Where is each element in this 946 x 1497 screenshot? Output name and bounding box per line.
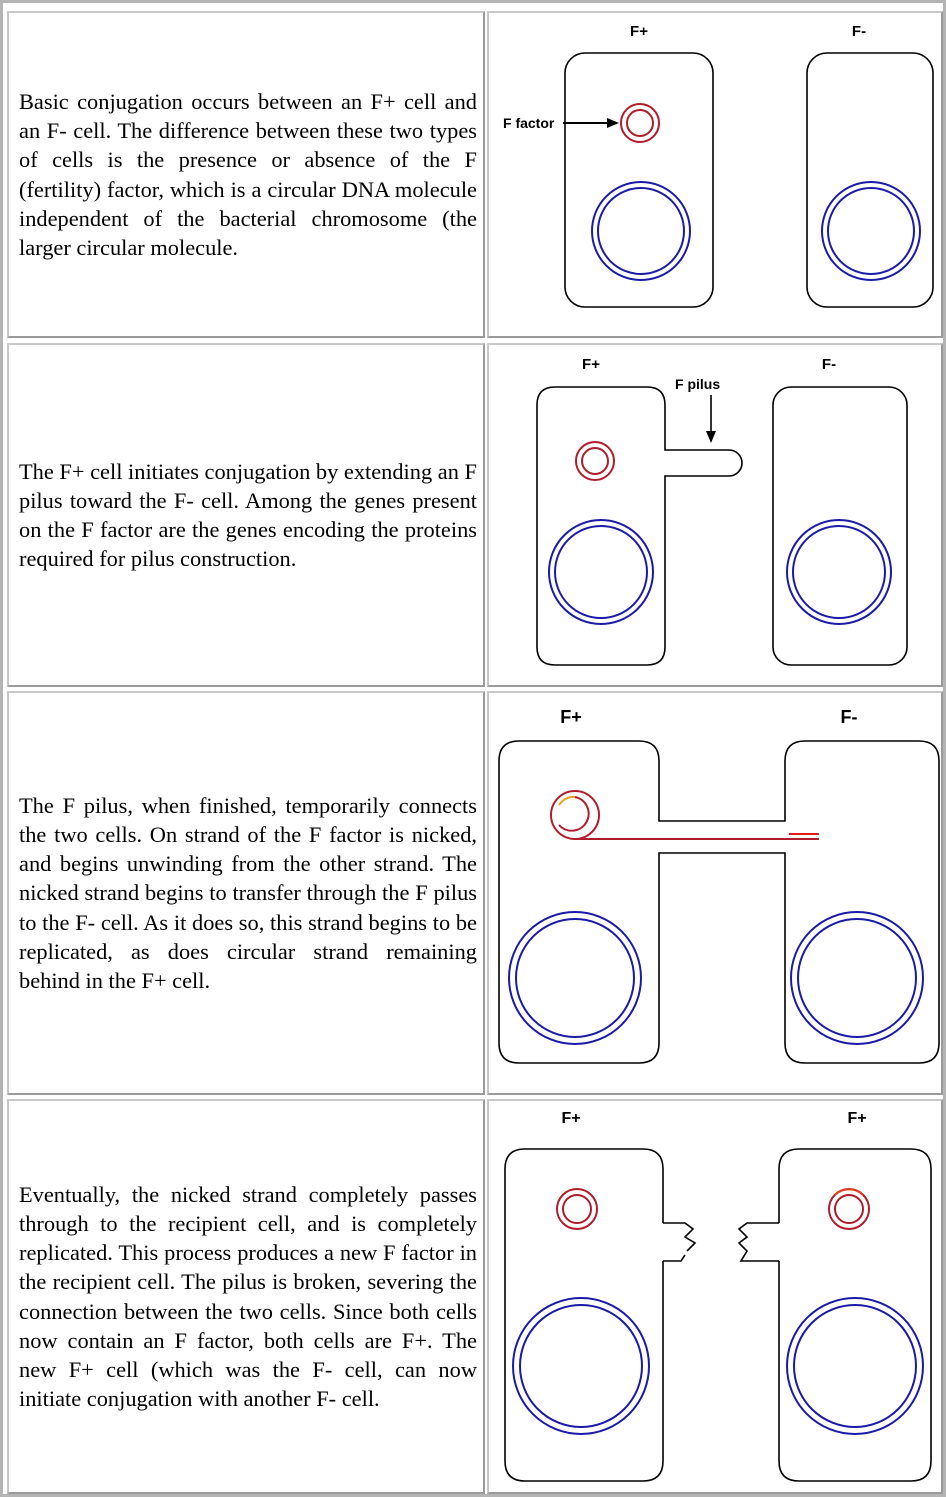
f-factor-plasmid <box>556 1188 598 1230</box>
figure-cell: F+ F- F factor <box>487 11 943 338</box>
cell-label-f-minus: F- <box>852 23 866 40</box>
donor-cell-with-pilus <box>536 386 743 666</box>
cell-label-f-plus-new: F+ <box>847 1110 866 1127</box>
f-factor-unwinding <box>550 790 600 840</box>
description-cell: The F pilus, when finished, temporarily … <box>7 691 485 1095</box>
recipient-chromosome-inner <box>793 1304 917 1428</box>
arrow-head-icon <box>706 431 716 443</box>
table-row: The F pilus, when finished, temporarily … <box>3 689 943 1095</box>
description-text: Basic conjugation occurs between an F+ c… <box>19 88 477 260</box>
donor-chromosome-inner <box>515 918 635 1038</box>
arrow-head-icon <box>607 118 619 128</box>
recipient-chromosome-inner <box>797 918 917 1038</box>
description-cell: The F+ cell initiates conjugation by ext… <box>7 343 485 687</box>
recipient-cell-outline <box>806 52 934 308</box>
figure-cell: F+ F- F pilus <box>487 343 943 687</box>
f-factor-label: F factor <box>503 115 555 131</box>
conjugation-figure-2: F+ F- F pilus <box>536 356 908 666</box>
donor-cell-broken-pilus <box>504 1148 697 1482</box>
description-text: Eventually, the nicked strand completely… <box>19 1181 477 1412</box>
f-factor-inner-arc <box>558 796 590 832</box>
recipient-chromosome <box>790 911 924 1045</box>
donor-chromosome <box>512 1297 650 1435</box>
donor-chromosome <box>508 911 642 1045</box>
donor-chromosome-inner <box>519 1304 643 1428</box>
cell-label-f-plus: F+ <box>582 356 600 373</box>
recipient-cell-broken-pilus <box>737 1148 932 1482</box>
description-text: The F pilus, when finished, temporarily … <box>19 792 477 993</box>
f-factor-plasmid-inner <box>581 447 609 475</box>
recipient-chromosome <box>786 1297 924 1435</box>
f-factor-plasmid <box>575 441 615 481</box>
table-row: Eventually, the nicked strand completely… <box>3 1097 943 1494</box>
recipient-chromosome <box>786 519 892 625</box>
table-row: Basic conjugation occurs between an F+ c… <box>3 6 943 338</box>
donor-cell-with-pilus <box>498 740 940 1064</box>
cell-label-f-plus: F+ <box>561 1110 580 1127</box>
description-text: The F+ cell initiates conjugation by ext… <box>19 458 477 572</box>
conjugation-figure-3: F+ F- <box>498 707 940 1064</box>
donor-chromosome-inner <box>554 525 648 619</box>
new-f-factor-highlight <box>834 1188 864 1196</box>
cell-label-f-plus: F+ <box>560 707 582 727</box>
f-factor-plasmid-inner <box>626 109 654 137</box>
table-row: The F+ cell initiates conjugation by ext… <box>3 341 943 687</box>
new-f-factor-plasmid-inner <box>834 1194 864 1224</box>
f-factor-highlight <box>558 795 576 806</box>
figure-cell: F+ F+ <box>487 1099 943 1494</box>
recipient-chromosome-inner <box>827 187 915 275</box>
cell-label-f-minus: F- <box>822 356 836 373</box>
recipient-chromosome <box>821 181 921 281</box>
f-pilus-label: F pilus <box>675 376 720 392</box>
donor-chromosome <box>591 181 691 281</box>
cell-label-f-plus: F+ <box>630 23 648 40</box>
figure-cell: F+ F- <box>487 691 943 1095</box>
conjugation-figure-1: F+ F- F factor <box>503 23 934 308</box>
donor-cell-outline <box>564 52 714 308</box>
f-factor-plasmid-inner <box>562 1194 592 1224</box>
recipient-chromosome-inner <box>792 525 886 619</box>
f-factor-plasmid <box>620 103 660 143</box>
donor-chromosome <box>548 519 654 625</box>
conjugation-figure-4: F+ F+ <box>504 1110 932 1482</box>
description-cell: Eventually, the nicked strand completely… <box>7 1099 485 1494</box>
cell-label-f-minus: F- <box>841 707 858 727</box>
donor-chromosome-inner <box>597 187 685 275</box>
description-cell: Basic conjugation occurs between an F+ c… <box>7 11 485 338</box>
recipient-cell-outline <box>772 386 908 666</box>
